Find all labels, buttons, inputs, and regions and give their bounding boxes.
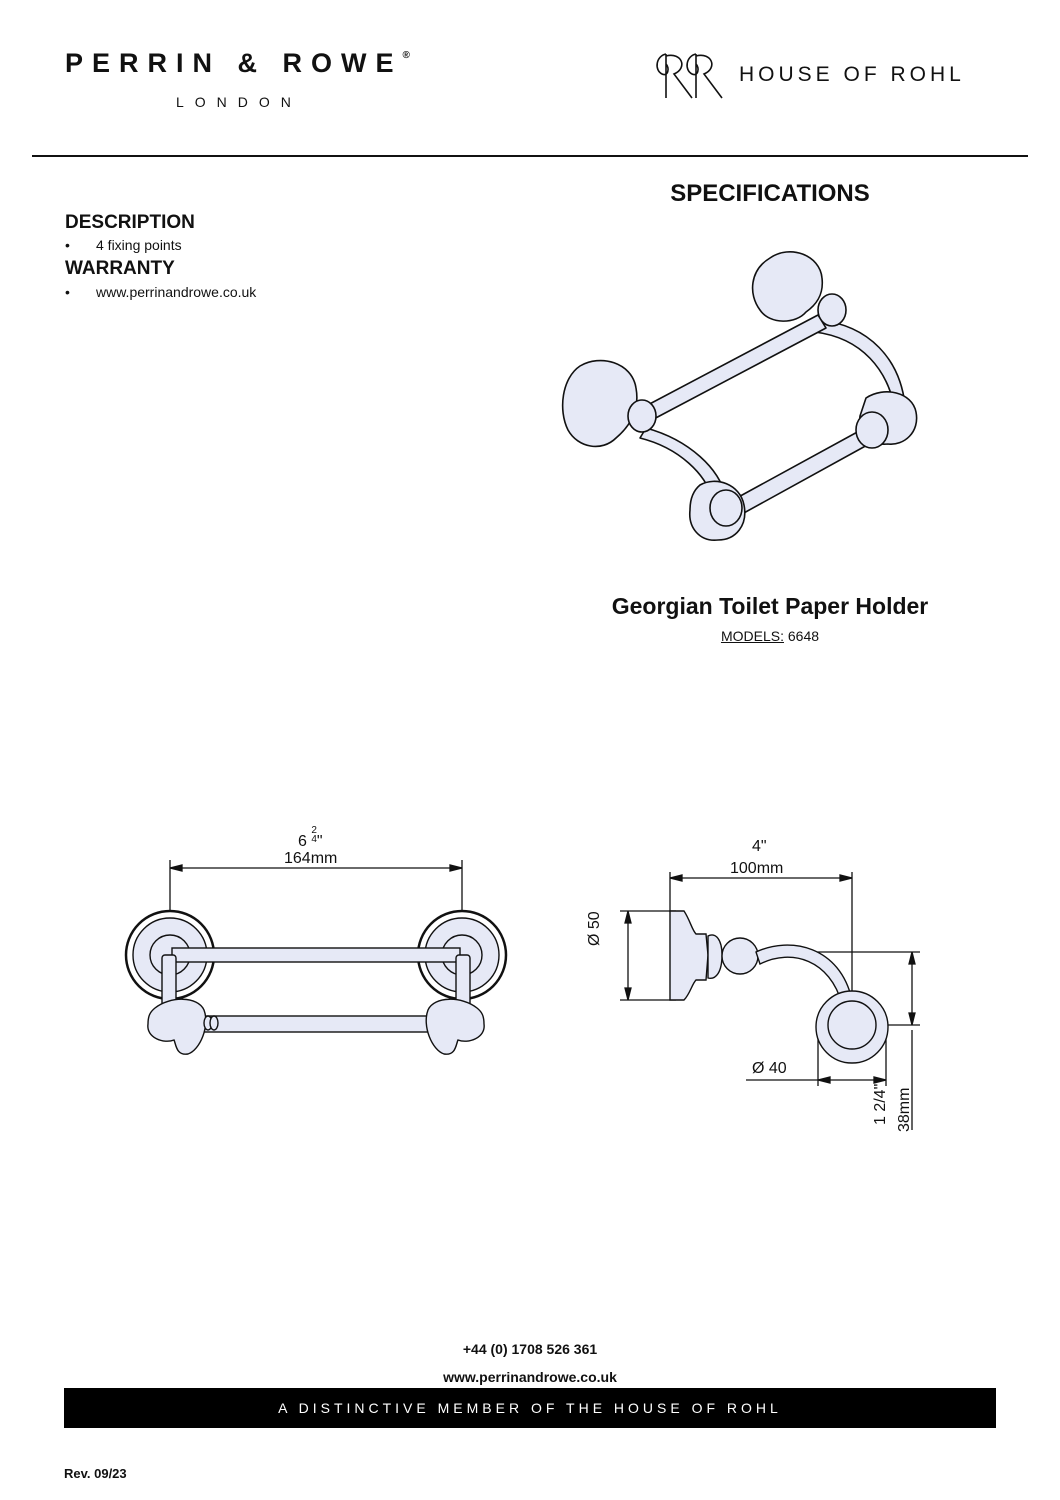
warranty-item-text: www.perrinandrowe.co.uk (96, 284, 257, 300)
front-width-metric: 164mm (284, 850, 338, 867)
side-projection-imperial: 4" (752, 838, 767, 855)
brand-logo-perrin-rowe: PERRIN & ROWE® (65, 48, 410, 79)
registered-mark: ® (402, 50, 410, 61)
warranty-item: •www.perrinandrowe.co.uk (65, 284, 257, 300)
house-of-rohl-monogram-icon (656, 53, 723, 99)
parent-brand-name: HOUSE OF ROHL (739, 63, 965, 86)
footer-phone: +44 (0) 1708 526 361 (462, 1341, 598, 1357)
front-width-unit: " (316, 833, 323, 850)
header-divider (32, 155, 1028, 157)
models-line: MODELS: 6648 (560, 628, 980, 644)
roller-diameter: Ø 40 (752, 1060, 787, 1077)
description-item: •4 fixing points (65, 237, 182, 253)
description-heading: DESCRIPTION (65, 212, 195, 233)
models-label: MODELS: (720, 628, 784, 644)
footer-website-link[interactable]: www.perrinandrowe.co.uk (443, 1369, 617, 1385)
warranty-heading: WARRANTY (65, 258, 175, 279)
footer-tagline-banner: A DISTINCTIVE MEMBER OF THE HOUSE OF ROH… (64, 1388, 996, 1428)
specifications-title: SPECIFICATIONS (670, 180, 870, 207)
front-width-whole: 6 (298, 833, 307, 850)
revision-label: Rev. 09/23 (64, 1466, 127, 1481)
brand-name: PERRIN & ROWE (65, 48, 403, 78)
description-item-text: 4 fixing points (96, 237, 182, 253)
models-value: 6648 (787, 628, 820, 644)
height-imperial: 1 2/4" (872, 1083, 889, 1125)
side-projection-metric: 100mm (730, 860, 784, 877)
front-width-fraction-num: 2 (311, 825, 317, 836)
front-width-fraction-den: 4 (311, 834, 317, 845)
height-metric: 38mm (896, 1087, 913, 1132)
backplate-diameter: Ø 50 (586, 911, 603, 946)
product-name: Georgian Toilet Paper Holder (611, 593, 929, 619)
brand-city: LONDON (176, 94, 302, 110)
